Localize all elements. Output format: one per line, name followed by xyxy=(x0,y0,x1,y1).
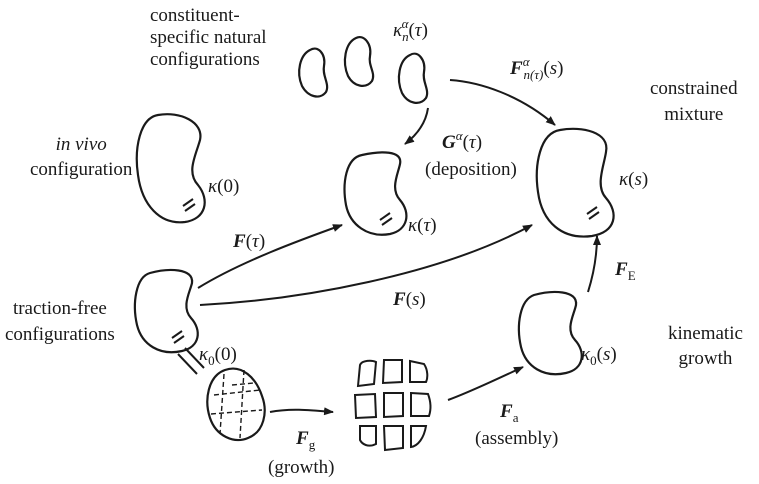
sym: n(τ) xyxy=(523,67,544,82)
sym: τ xyxy=(414,20,422,41)
traction-free-body xyxy=(133,268,199,354)
sym: 0 xyxy=(223,176,233,197)
sym: s xyxy=(412,289,420,310)
sym: a xyxy=(512,410,519,425)
sym: κ xyxy=(393,20,403,41)
sym: 0 xyxy=(208,353,215,368)
symbol-kappa-n-alpha-tau: κnα(τ) xyxy=(393,16,428,44)
arrow-FE xyxy=(587,235,601,293)
sym: τ xyxy=(468,132,476,153)
label-line: constrained xyxy=(650,78,738,99)
mixture-body xyxy=(535,127,615,238)
symbol-kappa-s: κ(s) xyxy=(619,169,649,190)
sym: s xyxy=(602,344,611,365)
sym: g xyxy=(308,437,316,452)
label-kinematic-growth: kinematic growth xyxy=(668,321,743,371)
sym: s xyxy=(549,58,558,79)
grown-body xyxy=(206,367,266,442)
fragments-grid xyxy=(353,359,432,452)
grown-body-dashes xyxy=(210,369,263,439)
label-deposition: (deposition) xyxy=(425,159,517,180)
sym: τ xyxy=(252,231,259,252)
label-assembly: (assembly) xyxy=(475,428,559,449)
sym: F xyxy=(296,428,309,449)
arrow-natural-to-deposited xyxy=(404,107,429,145)
label-line: kinematic xyxy=(668,323,743,344)
sym: n xyxy=(523,67,531,82)
label-line: mixture xyxy=(664,104,724,125)
sym: 0 xyxy=(590,353,597,368)
sym: κ xyxy=(408,215,418,236)
symbol-kappa-0: κ(0) xyxy=(208,176,240,197)
label-line: configurations xyxy=(150,49,260,70)
label-traction-free: traction-free configurations xyxy=(5,296,115,348)
label-line: configurations xyxy=(5,324,115,345)
label-line: configuration xyxy=(30,159,133,180)
arrow-F-tau xyxy=(197,224,343,289)
symbol-kappa0-0: κ0(0) xyxy=(199,344,237,368)
arrow-natural-to-mixture xyxy=(449,79,556,126)
label-line: traction-free xyxy=(12,298,107,319)
symbol-kappa-tau: κ(τ) xyxy=(408,215,437,236)
sym: κ xyxy=(208,176,218,197)
deposited-body xyxy=(343,151,408,236)
label-constrained-mixture: constrained mixture xyxy=(650,76,738,128)
sym: τ xyxy=(423,215,431,236)
sym: s xyxy=(634,169,642,190)
kinematic-body xyxy=(517,290,583,376)
link-double-line xyxy=(177,347,205,375)
symbol-F-a: Fa xyxy=(500,400,518,430)
mixture-hatch xyxy=(586,206,600,220)
natural-config-body-2 xyxy=(343,36,375,87)
symbol-G-alpha-tau: Gα(τ) xyxy=(442,128,483,153)
sym: F xyxy=(233,231,246,252)
sym: κ xyxy=(581,344,591,365)
sym: F xyxy=(615,259,628,280)
label-line: specific natural xyxy=(150,27,267,48)
label-constituent-natural: constituent- specific natural configurat… xyxy=(150,5,267,71)
label-line: growth xyxy=(678,348,733,369)
sym: α xyxy=(401,16,409,31)
symbol-F-s: F(s) xyxy=(393,289,426,310)
sym: κ xyxy=(199,344,209,365)
sym: κ xyxy=(619,169,629,190)
sym: F xyxy=(510,58,523,79)
sym: G xyxy=(442,132,456,153)
label-line: constituent- xyxy=(150,5,240,26)
sym: E xyxy=(627,268,636,283)
sym: τ xyxy=(534,67,540,82)
symbol-F-tau: F(τ) xyxy=(233,231,266,252)
in-vivo-hatch xyxy=(182,198,196,212)
label-in-vivo: in vivo configuration xyxy=(30,132,132,182)
symbol-F-g: Fg xyxy=(296,427,315,457)
sym: 0 xyxy=(220,344,231,365)
sym: F xyxy=(393,289,406,310)
natural-config-body-3 xyxy=(397,52,429,104)
symbol-F-E: FE xyxy=(615,258,636,288)
arrow-growth xyxy=(269,407,334,416)
natural-config-body-1 xyxy=(298,47,329,98)
label-line: in vivo xyxy=(55,134,107,155)
label-growth: (growth) xyxy=(268,457,335,478)
symbol-kappa0-s: κ0(s) xyxy=(581,344,617,368)
deposited-hatch xyxy=(379,212,393,226)
sym: F xyxy=(500,401,513,422)
sym: α xyxy=(455,128,463,143)
in-vivo-body xyxy=(135,113,206,224)
arrow-F-s xyxy=(199,224,533,306)
traction-free-hatch xyxy=(171,330,185,344)
sym: α xyxy=(522,54,530,69)
sym: n xyxy=(402,29,409,44)
symbol-F-n-tau-alpha-s: Fαn(τ)(s) xyxy=(510,54,564,82)
arrow-assembly xyxy=(447,366,524,401)
